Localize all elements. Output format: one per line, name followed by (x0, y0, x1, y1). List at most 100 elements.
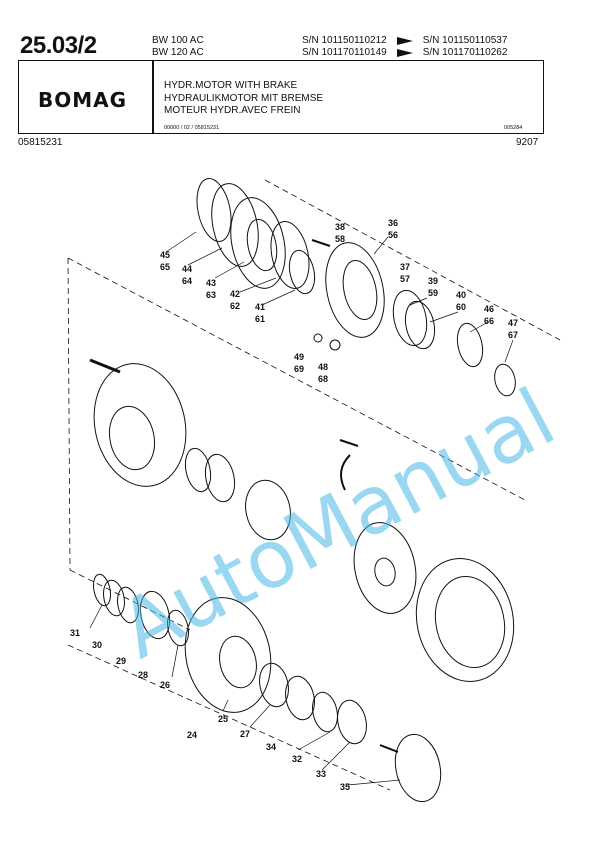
wheel-hub-group (92, 573, 442, 803)
callout-48: 48 (318, 362, 328, 372)
leader-lines (89, 231, 514, 786)
spacer-40 (404, 300, 436, 350)
part-number: 05815231 (18, 137, 63, 148)
title-english: HYDR.MOTOR WITH BRAKE (164, 80, 298, 91)
callout-27: 27 (240, 729, 250, 739)
callout-63: 63 (206, 290, 216, 300)
callout-30: 30 (92, 640, 102, 650)
callout-56: 56 (388, 230, 398, 240)
callout-58: 58 (335, 234, 345, 244)
callout-36: 36 (388, 218, 398, 228)
washer-49 (313, 333, 323, 343)
watermark-text: AutoManual (105, 371, 569, 677)
page-number: 25.03/2 (20, 32, 97, 59)
screw-38 (311, 239, 331, 247)
callout-45: 45 (160, 250, 170, 260)
retaining-clip (340, 454, 351, 491)
callout-47: 47 (508, 318, 518, 328)
callout-38: 38 (335, 222, 345, 232)
callout-67: 67 (508, 330, 518, 340)
serial-range-2: S/N 101170110149 S/N 101170110262 (302, 47, 507, 59)
callout-60: 60 (456, 302, 466, 312)
callout-26: 26 (160, 680, 170, 690)
model-list: BW 100 AC BW 120 AC (152, 35, 204, 59)
serial-to: S/N 101150110537 (422, 35, 508, 46)
callout-25: 25 (218, 714, 228, 724)
bearing-39 (392, 289, 428, 347)
callout-69: 69 (294, 364, 304, 374)
callout-37: 37 (400, 262, 410, 272)
callout-labels: 45 65 44 64 43 63 42 62 41 61 38 58 36 5… (70, 218, 518, 792)
brake-assembly-group (196, 178, 516, 397)
bearing-28 (139, 590, 171, 640)
spacer-34 (285, 675, 315, 721)
serial-from: S/N 101170110149 (302, 47, 387, 58)
brake-housing-36 (325, 242, 385, 338)
snap-ring-31 (92, 573, 112, 607)
callout-32: 32 (292, 754, 302, 764)
bolt (89, 358, 121, 374)
callout-35: 35 (340, 782, 350, 792)
title-french: MOTEUR HYDR.AVEC FREIN (164, 105, 301, 116)
callout-42: 42 (230, 289, 240, 299)
callout-59: 59 (428, 288, 438, 298)
o-ring-42 (270, 221, 310, 289)
date-code: 9207 (516, 137, 539, 148)
motor-housing-drum (415, 558, 515, 682)
arrow-right-icon (396, 49, 413, 57)
part-titles: HYDR.MOTOR WITH BRAKE HYDRAULIKMOTOR MIT… (164, 80, 323, 118)
motor-cam-ring (353, 522, 417, 614)
callout-66: 66 (484, 316, 494, 326)
drive-flange-35 (394, 733, 442, 803)
callout-40: 40 (456, 290, 466, 300)
arrow-right-icon (396, 37, 413, 45)
callout-31: 31 (70, 628, 80, 638)
callout-43: 43 (206, 278, 216, 288)
model-bw120: BW 120 AC (152, 47, 204, 58)
disc-44 (211, 183, 259, 267)
motor-piston (245, 479, 291, 541)
callout-64: 64 (182, 276, 192, 286)
callout-49: 49 (294, 352, 304, 362)
model-bw100: BW 100 AC (152, 35, 204, 46)
shaft-46 (456, 322, 484, 368)
shim-30 (103, 579, 125, 617)
o-ring-41 (288, 249, 316, 295)
bearing-27 (259, 662, 289, 708)
hub-25 (184, 597, 272, 713)
callout-39: 39 (428, 276, 438, 286)
callout-28: 28 (138, 670, 148, 680)
callout-44: 44 (182, 264, 192, 274)
title-block (18, 60, 544, 134)
callout-57: 57 (400, 274, 410, 284)
nut-48 (329, 339, 341, 351)
serial-from: S/N 101150110212 (302, 35, 387, 46)
motor-flange (93, 363, 187, 487)
serial-to: S/N 101170110262 (422, 47, 508, 58)
title-block-divider (152, 61, 154, 133)
callout-65: 65 (160, 262, 170, 272)
snap-ring-45 (196, 178, 232, 242)
callout-24: 24 (187, 730, 197, 740)
callout-61: 61 (255, 314, 265, 324)
callout-62: 62 (230, 301, 240, 311)
serial-range-1: S/N 101150110212 S/N 101150110537 (302, 35, 507, 47)
callout-29: 29 (116, 656, 126, 666)
drawing-reference: 00000 / 02 / 05815231 (164, 125, 220, 131)
bomag-logo: BOMAG (38, 88, 128, 112)
seal-33 (337, 699, 367, 745)
image-code: 005284 (504, 125, 523, 131)
title-german: HYDRAULIKMOTOR MIT BREMSE (164, 92, 324, 104)
callout-68: 68 (318, 374, 328, 384)
callout-46: 46 (484, 304, 494, 314)
snap-ring-47 (494, 363, 516, 397)
motor-hub-group (89, 358, 515, 682)
serial-ranges: S/N 101150110212 S/N 101150110537 S/N 10… (302, 35, 507, 59)
callout-33: 33 (316, 769, 326, 779)
seal-26 (167, 609, 189, 647)
washer-29 (117, 586, 139, 624)
callout-41: 41 (255, 302, 265, 312)
callout-34: 34 (266, 742, 276, 752)
brake-piston-43 (230, 197, 286, 289)
